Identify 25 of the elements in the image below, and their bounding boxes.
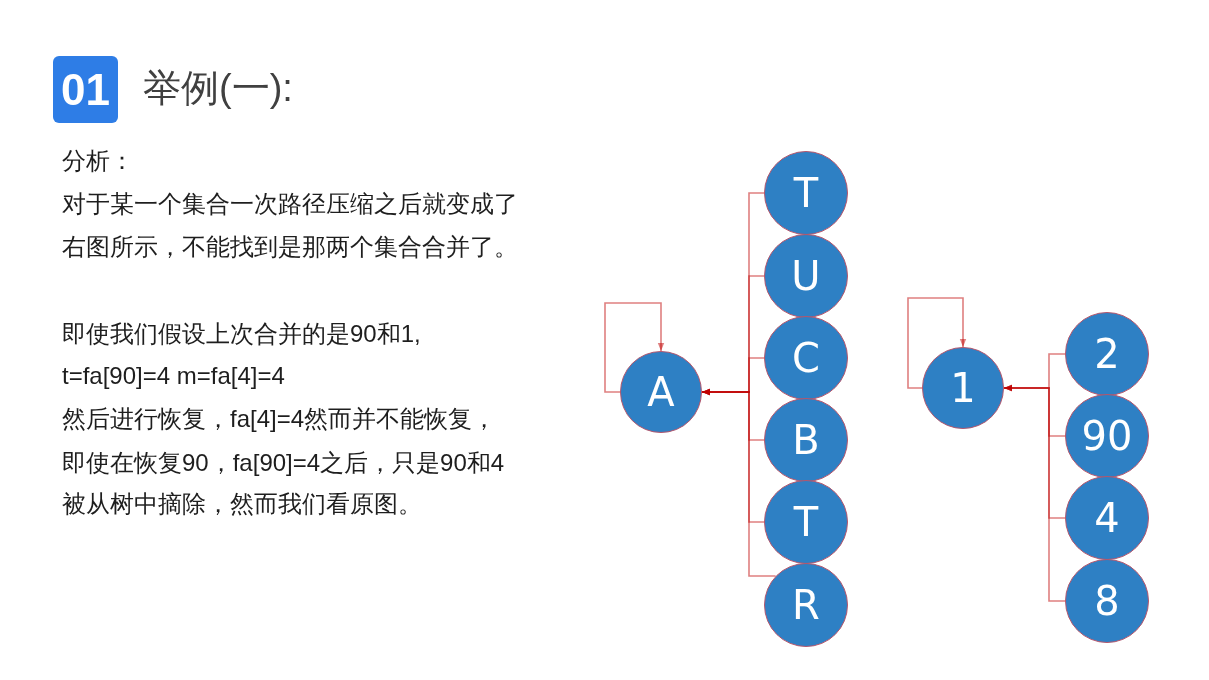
circle-node: 1 <box>922 347 1004 429</box>
arrow <box>701 388 777 577</box>
subheading: 分析： <box>62 145 134 176</box>
text-line: t=fa[90]=4 m=fa[4]=4 <box>62 360 285 391</box>
circle-node: A <box>620 351 702 433</box>
circle-node: 2 <box>1065 312 1149 396</box>
title: 举例(一): <box>143 66 293 111</box>
arrow <box>1003 384 1066 602</box>
text-line: 即使在恢复90，fa[90]=4之后，只是90和4 <box>62 447 505 478</box>
circle-node: 4 <box>1065 476 1149 560</box>
circle-node: T <box>764 480 848 564</box>
paragraph: 对于某一个集合一次路径压缩之后就变成了右图所示，不能找到是那两个集合合并了。 <box>62 188 519 262</box>
number-badge: 01 <box>53 56 118 123</box>
text-line: 然后进行恢复，fa[4]=4然而并不能恢复， <box>62 403 497 434</box>
circle-node: U <box>764 234 848 318</box>
circle-node: T <box>764 151 848 235</box>
circle-node: 8 <box>1065 559 1149 643</box>
circle-node: 90 <box>1065 394 1149 478</box>
circle-node: B <box>764 398 848 482</box>
circle-node: R <box>764 563 848 647</box>
circle-node: C <box>764 316 848 400</box>
loop-arrow <box>907 297 967 389</box>
text-line: 即使我们假设上次合并的是90和1, <box>62 318 421 349</box>
text-line: 被从树中摘除，然而我们看原图。 <box>62 488 422 519</box>
loop-arrow <box>604 302 665 393</box>
